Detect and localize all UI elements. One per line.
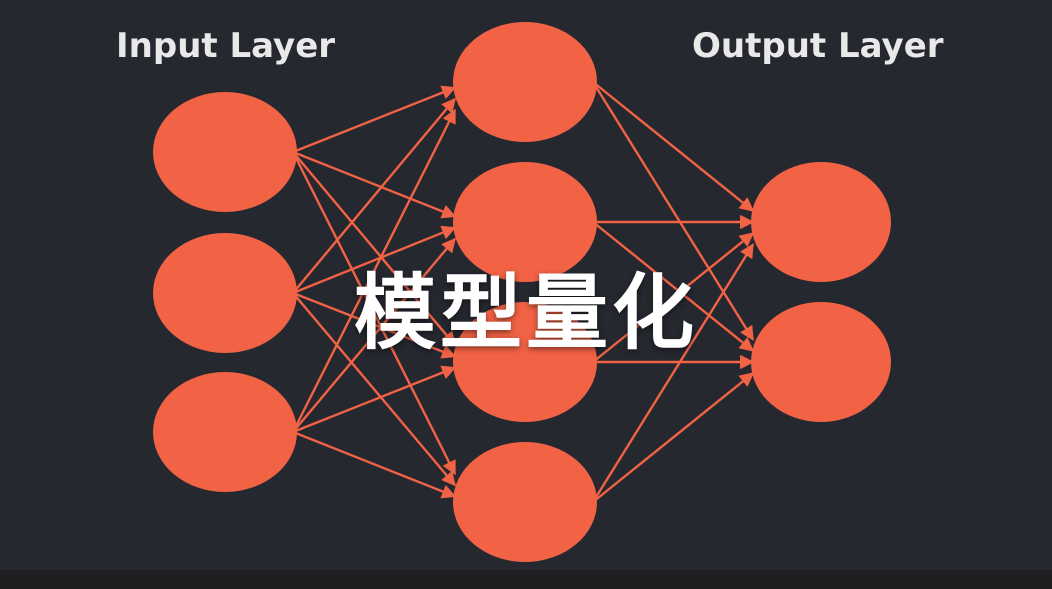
output-node-2 — [751, 302, 891, 422]
neural-network-diagram — [153, 22, 891, 562]
output-layer-label: Output Layer — [692, 26, 944, 66]
connection-input0-hidden0 — [292, 85, 457, 154]
connection-hidden3-output0 — [591, 243, 755, 503]
connection-hidden0-output0 — [592, 81, 755, 212]
hidden-node-4 — [453, 442, 597, 562]
connection-input1-hidden0 — [292, 97, 456, 294]
connection-input1-hidden2 — [292, 291, 457, 359]
output-node-1 — [751, 162, 891, 282]
connection-input2-hidden0 — [291, 108, 457, 433]
connection-input2-hidden1 — [292, 237, 456, 433]
connection-input0-hidden2 — [292, 151, 456, 347]
connection-input0-hidden3 — [291, 151, 457, 476]
input-node-3 — [153, 372, 297, 492]
connection-hidden2-output0 — [592, 232, 755, 363]
hidden-node-1 — [453, 22, 597, 142]
connection-hidden3-output1 — [592, 372, 755, 503]
bottom-strip — [0, 570, 1052, 589]
nodes-group — [153, 22, 891, 562]
connection-input2-hidden3 — [292, 430, 457, 499]
input-node-2 — [153, 233, 297, 353]
connection-input1-hidden3 — [292, 292, 456, 487]
hidden-node-2 — [453, 162, 597, 282]
connections-group — [291, 81, 755, 503]
diagram-canvas: Input Layer Output Layer 模型量化 — [0, 0, 1052, 570]
input-node-1 — [153, 92, 297, 212]
connection-input2-hidden2 — [292, 365, 457, 434]
overlay-title: 模型量化 — [353, 266, 698, 361]
input-layer-label: Input Layer — [116, 26, 336, 66]
connection-input0-hidden1 — [292, 150, 457, 219]
connection-hidden0-output1 — [591, 81, 755, 341]
hidden-node-3 — [453, 302, 597, 422]
connection-hidden1-output1 — [592, 221, 755, 352]
connection-input1-hidden1 — [292, 225, 457, 295]
